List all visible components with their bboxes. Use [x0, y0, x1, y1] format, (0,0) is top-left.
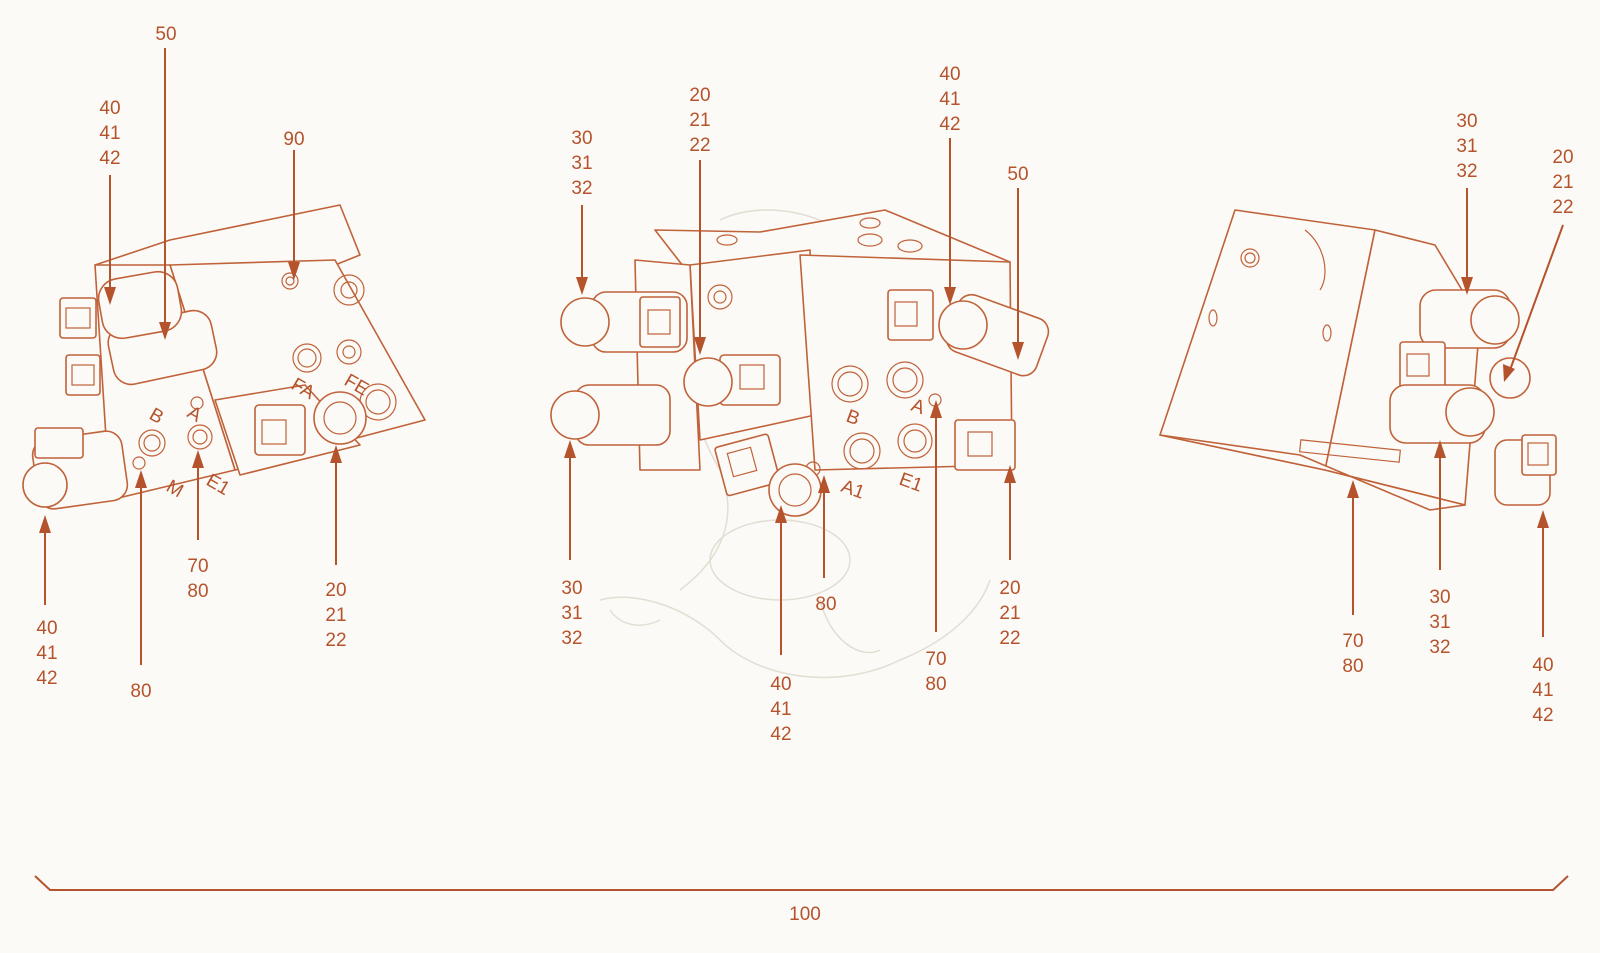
callout-r-70-line1: 70 — [1342, 631, 1363, 652]
callout-c-30-bottom-line3: 32 — [561, 628, 582, 649]
assembly-callout-100: 100 — [789, 904, 821, 925]
callout-l-40-top-line3: 42 — [99, 148, 120, 169]
callout-c-40-top-line2: 41 — [939, 89, 960, 110]
callout-labels: 50 40 41 42 90 40 41 42 80 70 80 20 21 2… — [36, 24, 1573, 745]
callout-r-70-line2: 80 — [1342, 656, 1363, 677]
view-center-valve-block: B A A1 E1 — [550, 209, 1050, 517]
callout-c-30-bottom-line2: 31 — [561, 603, 582, 624]
port-mark-center-a1: A1 — [838, 476, 867, 504]
callout-c-30-top-line3: 32 — [571, 178, 592, 199]
callout-l-70-line1: 70 — [187, 556, 208, 577]
callout-r-30-bottom-line3: 32 — [1429, 637, 1450, 658]
callout-c-20-bottom-line1: 20 — [999, 578, 1020, 599]
callout-c-20-bottom-line2: 21 — [999, 603, 1020, 624]
assembly-brace: 100 — [34, 875, 1569, 925]
callout-l-50-line1: 50 — [155, 24, 176, 45]
port-mark-center-e1: E1 — [896, 469, 925, 497]
callout-c-30-bottom-line1: 30 — [561, 578, 582, 599]
callout-l-40-top-line1: 40 — [99, 98, 120, 119]
callout-r-40-line3: 42 — [1532, 705, 1553, 726]
callout-c-30-top-line1: 30 — [571, 128, 592, 149]
view-left-valve-block: B A FA FE E1 M — [22, 204, 426, 510]
callout-c-20-bottom-line3: 22 — [999, 628, 1020, 649]
callout-c-40-top-line1: 40 — [939, 64, 960, 85]
callout-c-50-line1: 50 — [1007, 164, 1028, 185]
callout-r-30-bottom-line1: 30 — [1429, 587, 1450, 608]
callout-r-20-line1: 20 — [1552, 147, 1573, 168]
callout-l-40-bottom-line1: 40 — [36, 618, 57, 639]
callout-l-40-bottom-line2: 41 — [36, 643, 57, 664]
callout-c-30-top-line2: 31 — [571, 153, 592, 174]
callout-l-90-line1: 90 — [283, 129, 304, 150]
callout-c-20-top-line1: 20 — [689, 85, 710, 106]
callout-l-40-bottom-line3: 42 — [36, 668, 57, 689]
callout-c-40-top-line3: 42 — [939, 114, 960, 135]
callout-r-30-top-line1: 30 — [1456, 111, 1477, 132]
callout-c-40-bottom-line2: 41 — [770, 699, 791, 720]
callout-r-40-line2: 41 — [1532, 680, 1553, 701]
callout-c-20-top-line2: 21 — [689, 110, 710, 131]
callout-r-30-top-line2: 31 — [1456, 136, 1477, 157]
callout-l-70-line2: 80 — [187, 581, 208, 602]
callout-l-20-line3: 22 — [325, 630, 346, 651]
callout-r-40-line1: 40 — [1532, 655, 1553, 676]
callout-l-20-line2: 21 — [325, 605, 346, 626]
leader-lines — [39, 48, 1564, 665]
callout-c-20-top-line3: 22 — [689, 135, 710, 156]
callout-r-30-bottom-line2: 31 — [1429, 612, 1450, 633]
callout-c-40-bottom-line1: 40 — [770, 674, 791, 695]
callout-c-80-line1: 80 — [815, 594, 836, 615]
callout-l-40-top-line2: 41 — [99, 123, 120, 144]
callout-c-70-line1: 70 — [925, 649, 946, 670]
callout-l-80-line1: 80 — [130, 681, 151, 702]
callout-c-70-line2: 80 — [925, 674, 946, 695]
callout-r-20-line2: 21 — [1552, 172, 1573, 193]
callout-r-20-line3: 22 — [1552, 197, 1573, 218]
view-right-valve-block — [1159, 209, 1557, 511]
callout-l-20-line1: 20 — [325, 580, 346, 601]
callout-r-30-top-line3: 32 — [1456, 161, 1477, 182]
callout-c-40-bottom-line3: 42 — [770, 724, 791, 745]
